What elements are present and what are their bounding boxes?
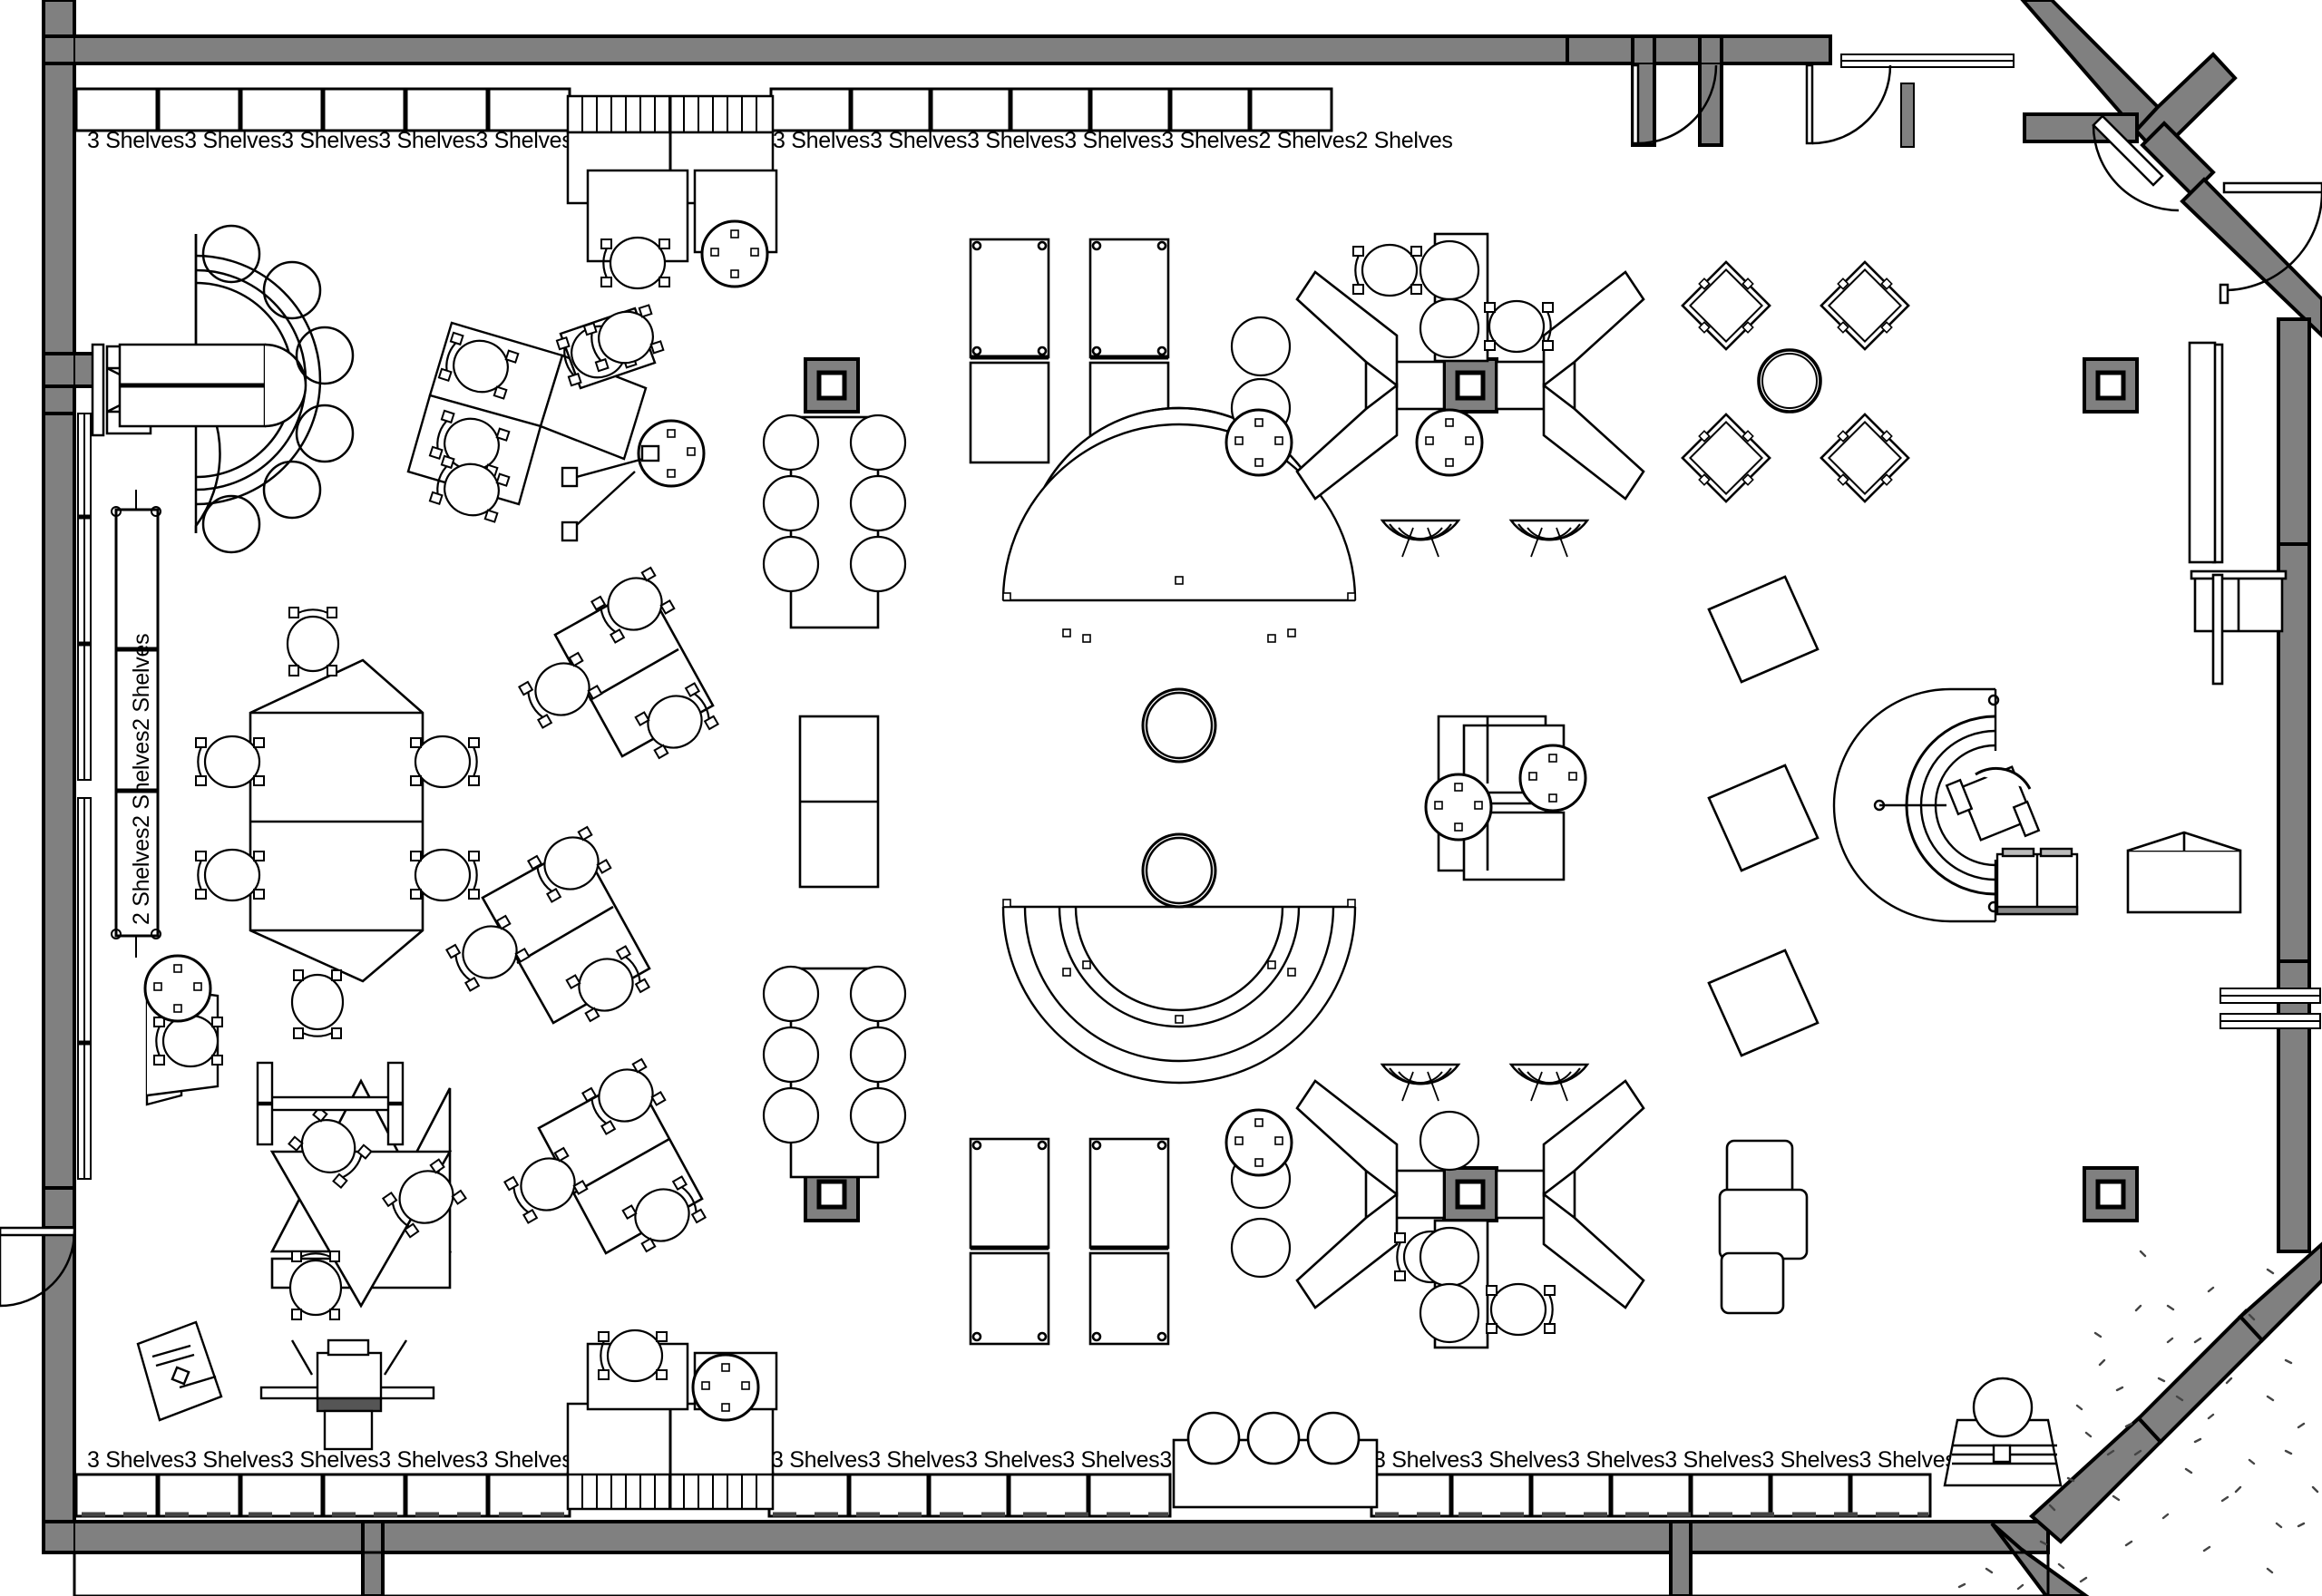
- wall-angled-ne-3: [2140, 121, 2216, 197]
- wall-angled-ne-4: [2180, 177, 2322, 338]
- long-table-south-chairs: [762, 965, 907, 1144]
- diagonal-lounge-table-3: [1707, 949, 1820, 1057]
- ybench-north-extra-circles: [1230, 239, 1480, 439]
- book-display-sw: [136, 1320, 223, 1422]
- info-kiosk-se: [1943, 1377, 2063, 1487]
- door-north-1: [1631, 63, 1718, 145]
- wall-left-outer: [42, 0, 76, 1554]
- desk-return-cabinet-east: [1995, 847, 2079, 916]
- semicircular-bench-south: [1001, 832, 1357, 1085]
- curved-reception-desk-nw: [118, 224, 355, 554]
- wall-top-outer: [42, 34, 1569, 65]
- hex-study-table-1: [249, 658, 424, 983]
- wall-jamb-nw-b: [42, 384, 76, 415]
- dimension-ticks-left: [111, 490, 161, 958]
- built-in-niche-east-lower: [2126, 831, 2242, 914]
- shelving-run-bottom-right: [1370, 1473, 1932, 1518]
- chair-ybench-n-2: [1483, 299, 1555, 354]
- copier-station: [259, 1338, 435, 1451]
- shelving-run-top-left: [74, 87, 571, 132]
- built-in-niche-east-upper: [2190, 569, 2288, 633]
- table-ybench-s: [1224, 1108, 1293, 1177]
- chair-hex1-eb: [409, 848, 481, 902]
- table-ybench-n-2: [1224, 408, 1293, 477]
- stack-pair-south: [969, 1137, 1170, 1346]
- bench-table-sw: [256, 1061, 405, 1146]
- service-counter-south: [566, 1342, 778, 1511]
- round-table-right-upper: [1757, 348, 1822, 414]
- desk-task-chair-east: [1945, 765, 2041, 842]
- built-in-shelf-east-top: [2188, 341, 2224, 686]
- wall-hairlines: [73, 0, 2032, 1552]
- chair-ybench-n-1: [1351, 243, 1423, 297]
- table-carrel-nw: [143, 954, 212, 1023]
- door-east-angled: [2219, 181, 2322, 305]
- chair-carrel-nw: [152, 1014, 224, 1068]
- chair-hex1-wb: [194, 848, 266, 902]
- door-southwest: [0, 1226, 76, 1308]
- bench-row-south: [1172, 1411, 1379, 1509]
- chair-hex1-wa: [194, 735, 266, 789]
- stack-unit-center-left: [798, 715, 880, 889]
- wall-jamb-sw: [42, 1186, 76, 1230]
- shelf-label-top-right: 3 Shelves3 Shelves3 Shelves3 Shelves3 Sh…: [773, 128, 1453, 153]
- shelving-run-bottom-left: [74, 1473, 571, 1518]
- table-ybench-n: [1415, 408, 1484, 477]
- shelving-run-bottom-mid: [767, 1473, 1172, 1518]
- door-north-2: [1805, 63, 1892, 145]
- table-counter-north: [700, 219, 769, 288]
- shelf-label-left-wall: 2 Shelves2 Shelves2 Shelves: [129, 634, 154, 925]
- table-modular-sofa-2: [1424, 773, 1493, 842]
- room-lower-left: [73, 1551, 1673, 1596]
- column-ne: [2083, 357, 2139, 414]
- curtain-wall-glazing-left: [77, 413, 92, 1180]
- shelf-label-bottom-right: 3 Shelves3 Shelves3 Shelves3 Shelves3 Sh…: [1373, 1447, 2054, 1473]
- chair-hex1-ea: [409, 735, 481, 789]
- column-sc: [1442, 1166, 1498, 1222]
- chair-hex1-s: [290, 968, 345, 1040]
- soft-seating-se: [1718, 1139, 1809, 1315]
- room-lower-right: [1689, 1551, 2050, 1596]
- diagonal-lounge-table-2: [1707, 764, 1820, 872]
- chair-ybench-s-2: [1485, 1282, 1556, 1337]
- table-modular-sofa: [1518, 744, 1587, 813]
- column-nw: [804, 357, 860, 414]
- wall-bottom-part-1: [361, 1520, 385, 1596]
- chair-counter-north-1: [600, 236, 671, 290]
- paving-stipple-se: [2039, 1250, 2319, 1583]
- wall-bottom-part-2: [1669, 1520, 1693, 1596]
- lower-rooms: [73, 1551, 2050, 1596]
- column-nc: [1442, 357, 1498, 414]
- wall-jamb-nw-a: [42, 352, 100, 388]
- chair-tri-3: [288, 1250, 343, 1321]
- table-counter-south: [691, 1353, 760, 1422]
- wall-angled-se-3: [2238, 1241, 2322, 1343]
- long-table-north-chairs: [762, 414, 907, 593]
- paving-stipple-sw: [1957, 1562, 2065, 1591]
- door-ne-angled: [2092, 114, 2180, 212]
- shelving-run-top-right: [769, 87, 1333, 132]
- wall-angled-se-4: [1990, 1522, 2090, 1596]
- easel-stand-nw: [561, 444, 660, 542]
- curtain-wall-glazing-right: [1840, 54, 2321, 1029]
- chair-counter-south-1: [597, 1328, 668, 1383]
- wall-bottom-outer: [42, 1520, 2050, 1554]
- wall-right-lower: [2277, 959, 2311, 1253]
- diagonal-lounge-table-1: [1707, 575, 1820, 684]
- column-se: [2083, 1166, 2139, 1222]
- chair-hex1-n: [286, 606, 340, 677]
- curved-service-desk-east: [1832, 687, 2000, 923]
